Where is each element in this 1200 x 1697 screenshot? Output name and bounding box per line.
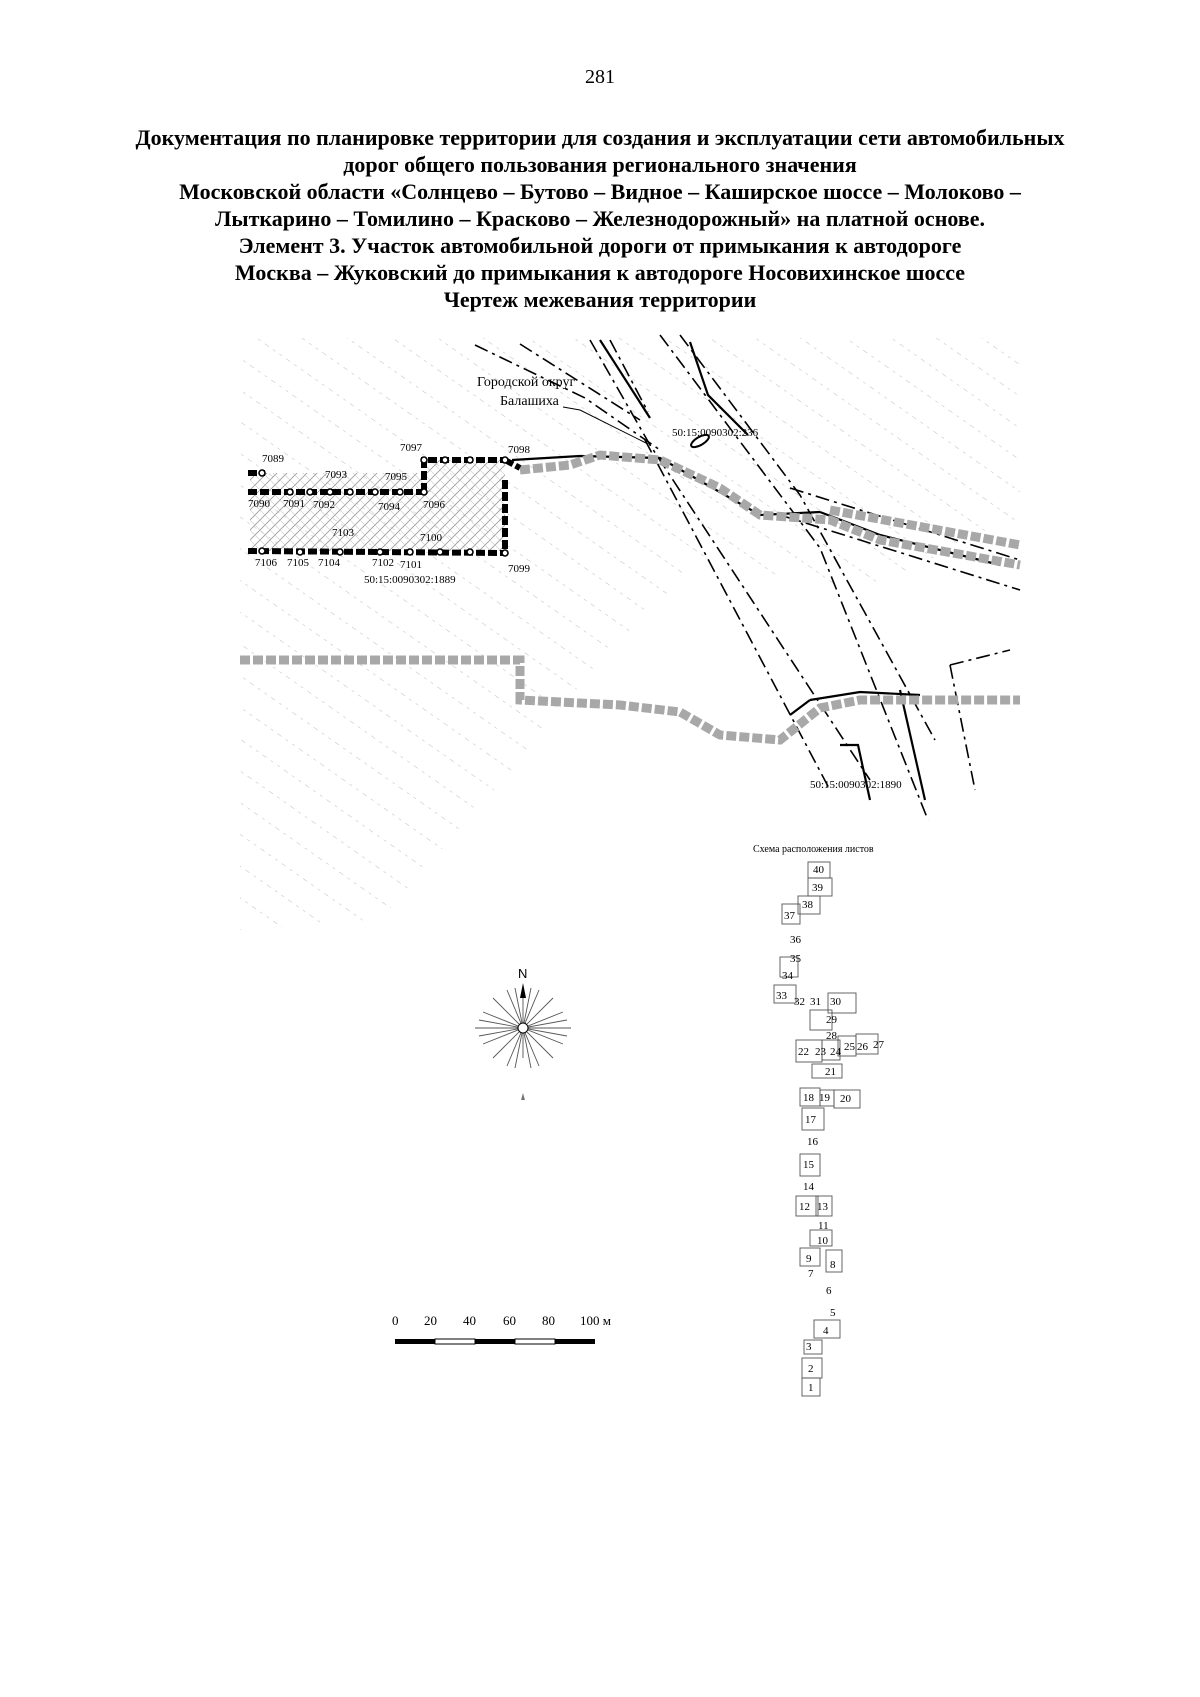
sheet-number: 21	[825, 1066, 836, 1078]
sheet-number: 36	[790, 934, 802, 946]
title-line-6: Москва – Жуковский до примыкания к автод…	[234, 260, 966, 285]
parcel-label: 50:15:0090302:236	[672, 427, 759, 439]
title-line-3: Московской области «Солнцево – Бутово – …	[179, 179, 1021, 204]
point-label: 7099	[508, 563, 531, 575]
sheet-number: 28	[826, 1030, 838, 1042]
sheet-number: 34	[782, 970, 794, 982]
title-line-7: Чертеж межевания территории	[443, 287, 757, 312]
district-label: Городской округ Балашиха	[477, 375, 649, 445]
scale-label: 0	[392, 1313, 399, 1328]
point-label: 7089	[262, 453, 285, 465]
point-label: 7090	[248, 498, 271, 510]
district-label-line-1: Городской округ	[477, 375, 575, 390]
sheet-number: 18	[803, 1092, 815, 1104]
scale-bar: 0 20 40 60 80 100 м	[392, 1313, 611, 1345]
sheet-number: 33	[776, 990, 788, 1002]
scale-label: 20	[424, 1313, 437, 1328]
district-label-line-2: Балашиха	[500, 394, 560, 409]
parcel-polygon	[247, 456, 522, 557]
sheet-number: 11	[818, 1220, 829, 1232]
sheet-number: 10	[817, 1235, 829, 1247]
sheet-number: 40	[813, 864, 825, 876]
point-label: 7091	[283, 498, 305, 510]
point-label: 7105	[287, 557, 310, 569]
parcel-label: 50:15:0090302:1889	[364, 574, 456, 586]
title-line-2: дорог общего пользования регионального з…	[343, 152, 857, 177]
north-arrow-icon	[520, 983, 526, 998]
sheet-scheme: Схема расположения листов 40 39 38 3	[753, 844, 885, 1397]
point-label: 7100	[420, 532, 443, 544]
sheet-number: 14	[803, 1181, 815, 1193]
point-label: 7092	[313, 499, 335, 511]
sheet-number: 39	[812, 882, 824, 894]
parcel-236-marker	[690, 433, 710, 449]
sheet-number: 17	[805, 1114, 817, 1126]
point-label: 7101	[400, 559, 422, 571]
compass-rose: N	[475, 966, 571, 1100]
compass-north-label: N	[518, 966, 527, 981]
sheet-number: 37	[784, 910, 796, 922]
sheet-number: 13	[817, 1201, 829, 1213]
sheet-number: 19	[819, 1092, 831, 1104]
sheet-number: 29	[826, 1014, 838, 1026]
point-label: 7095	[385, 471, 408, 483]
page-number: 281	[585, 66, 615, 88]
sheet-number: 8	[830, 1259, 836, 1271]
title-line-5: Элемент 3. Участок автомобильной дороги …	[238, 233, 962, 258]
point-label: 7102	[372, 557, 394, 569]
sheet-number: 7	[808, 1268, 814, 1280]
sheet-number: 31	[810, 996, 821, 1008]
sheet-number: 16	[807, 1136, 819, 1148]
scale-label: 40	[463, 1313, 476, 1328]
sheet-number: 1	[808, 1382, 814, 1394]
sheet-number: 12	[799, 1201, 810, 1213]
sheet-number: 24	[830, 1046, 842, 1058]
point-label: 7097	[400, 442, 423, 454]
point-label: 7103	[332, 527, 355, 539]
document-title: Документация по планировке территории дл…	[60, 124, 1140, 313]
scale-label: 60	[503, 1313, 516, 1328]
sheet-scheme-title: Схема расположения листов	[753, 844, 874, 855]
sheet-number: 30	[830, 996, 842, 1008]
sheet-number: 23	[815, 1046, 827, 1058]
sheet-number: 35	[790, 953, 802, 965]
sheet-number: 20	[840, 1093, 852, 1105]
sheet-number: 26	[857, 1041, 869, 1053]
sheet-number: 3	[806, 1341, 812, 1353]
sheet-number: 5	[830, 1307, 836, 1319]
point-label: 7106	[255, 557, 278, 569]
title-line-1: Документация по планировке территории дл…	[135, 125, 1065, 150]
scale-label: 100 м	[580, 1313, 611, 1328]
point-label: 7093	[325, 469, 348, 481]
sheet-number: 25	[844, 1041, 856, 1053]
sheet-number: 2	[808, 1363, 814, 1375]
sheet-number: 6	[826, 1285, 832, 1297]
sheet-number: 15	[803, 1159, 815, 1171]
route-corridor	[240, 450, 1021, 745]
sheet-number: 4	[823, 1325, 829, 1337]
sheet-number: 22	[798, 1046, 809, 1058]
sheet-number: 32	[794, 996, 805, 1008]
point-label: 7104	[318, 557, 341, 569]
sheet-number: 9	[806, 1253, 812, 1265]
parcel-labels: 50:15:0090302:236 50:15:0090302:1889 50:…	[364, 427, 902, 791]
boundary-lines	[474, 334, 1021, 821]
parcel-label: 50:15:0090302:1890	[810, 779, 902, 791]
point-label: 7096	[423, 499, 446, 511]
title-line-4: Лыткарино – Томилино – Красково – Железн…	[215, 206, 985, 231]
point-label: 7098	[508, 444, 531, 456]
point-labels: 7089 7090 7091 7092 7093 7094 7095 7096 …	[248, 442, 531, 575]
scale-label: 80	[542, 1313, 555, 1328]
sheet-number: 38	[802, 899, 814, 911]
hatched-area	[240, 338, 1020, 930]
sheet-number: 27	[873, 1039, 885, 1051]
point-label: 7094	[378, 501, 401, 513]
